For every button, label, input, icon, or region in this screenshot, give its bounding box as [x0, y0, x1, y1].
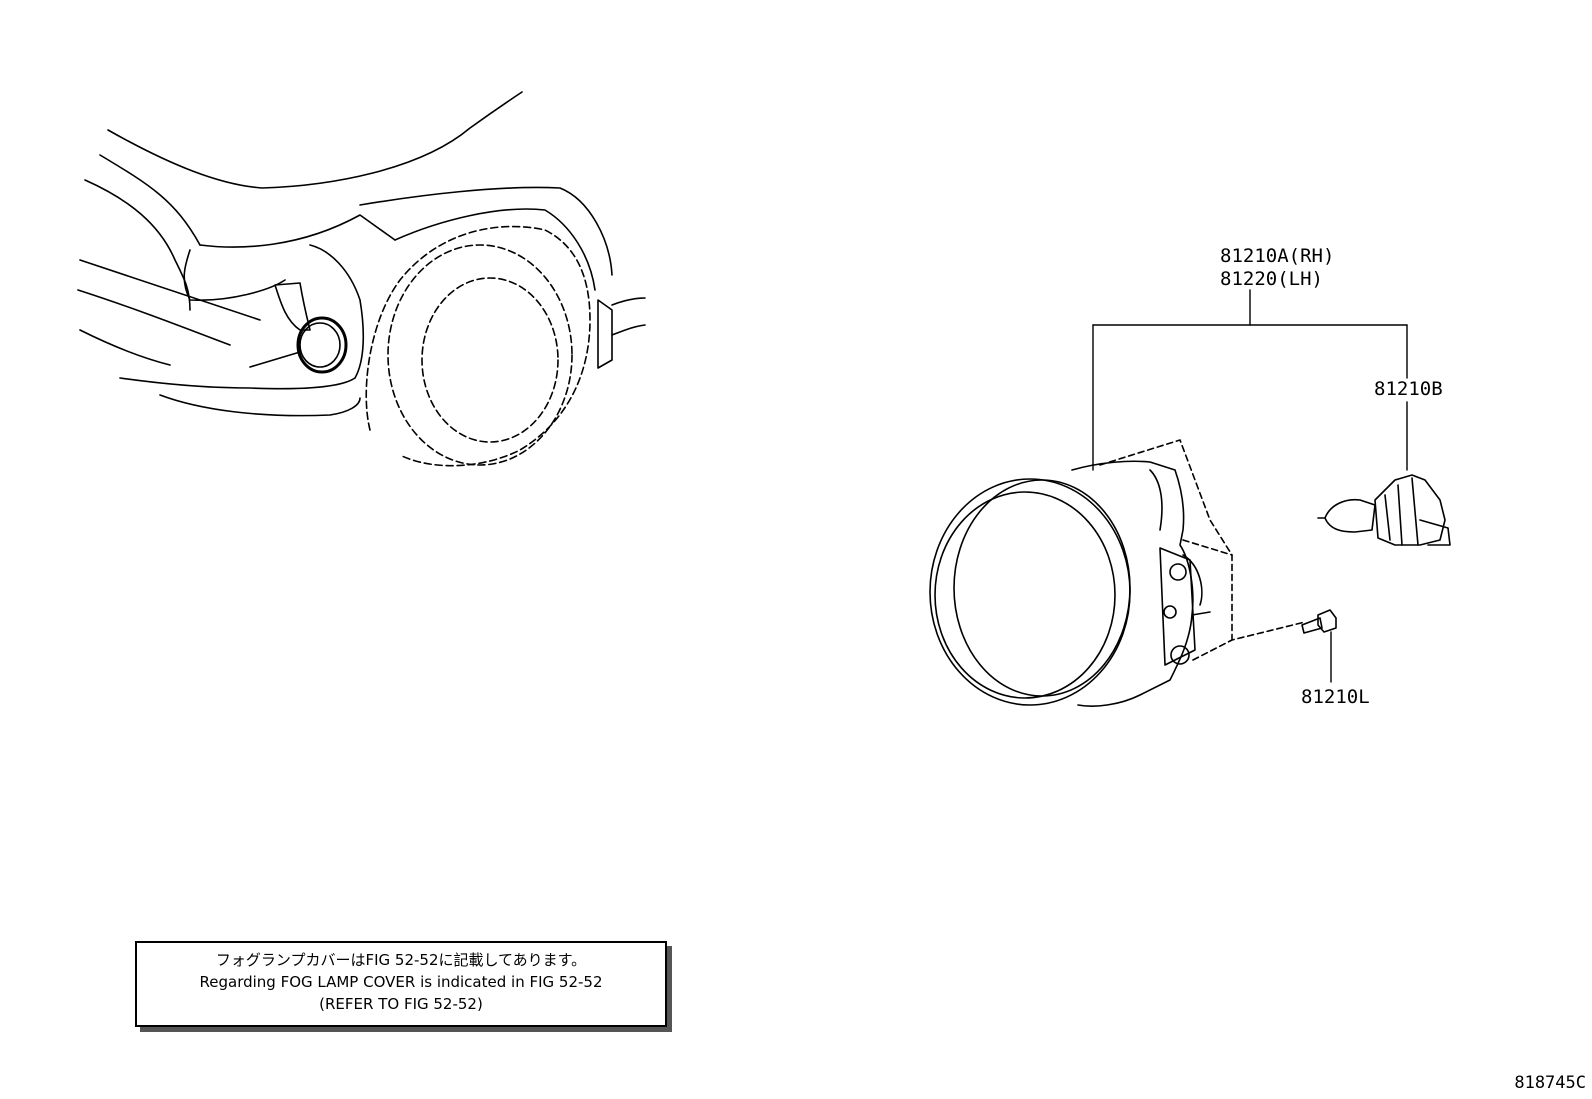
part-label-bulb: 81210B — [1374, 378, 1443, 400]
fog-lamp-pointer — [249, 351, 301, 368]
phantom-line-2 — [1182, 539, 1233, 556]
fender-line — [359, 186, 613, 276]
note-line-english: Regarding FOG LAMP COVER is indicated in… — [199, 973, 603, 991]
bumper-line-1 — [84, 179, 191, 311]
fog-lamp-flange — [1159, 547, 1196, 666]
mud-flap — [597, 299, 613, 369]
screw-head — [1317, 609, 1337, 633]
fog-recess — [274, 282, 311, 331]
bumper-line-2 — [79, 259, 261, 321]
adjuster-boss — [1163, 605, 1177, 619]
bulb-base-line-3 — [1411, 477, 1419, 546]
reference-note-box: フォグランプカバーはFIG 52-52に記載してあります。 Regarding … — [135, 941, 667, 1027]
fog-lamp-location — [299, 322, 341, 368]
part-label-lamp-rh: 81210A(RH) — [1220, 245, 1335, 267]
grille-opening — [183, 249, 286, 301]
mount-boss-top — [1169, 563, 1187, 581]
bulb-socket-area — [1182, 554, 1211, 616]
fog-lamp-bezel-ring — [953, 479, 1131, 697]
bumper-bottom — [159, 394, 361, 417]
fog-lamp-lens-rim — [929, 478, 1131, 706]
grille-top-line — [99, 154, 201, 246]
part-label-screw: 81210L — [1301, 686, 1370, 708]
tyre-outline — [387, 244, 573, 466]
mount-boss-bottom — [1170, 645, 1190, 665]
note-line-reference: (REFER TO FIG 52-52) — [319, 995, 483, 1013]
bulb-glass — [1324, 498, 1376, 533]
housing-rib — [1149, 469, 1163, 531]
figure-code: 818745C — [1514, 1073, 1586, 1093]
phantom-bulb-path — [1099, 439, 1306, 661]
bumper-side — [309, 244, 365, 379]
bulb-base-line-2 — [1397, 484, 1403, 546]
hood-line — [107, 91, 523, 189]
bulb-connector — [1419, 519, 1451, 546]
screw-shank — [1301, 617, 1323, 634]
wheel-outline — [421, 277, 559, 443]
leader-lines — [1092, 289, 1408, 683]
bulb-base-line-1 — [1384, 494, 1391, 541]
fender-line-2 — [394, 208, 596, 291]
bumper-line-3 — [77, 289, 231, 346]
fog-lamp-bezel — [296, 316, 348, 374]
headlamp-outline — [199, 214, 396, 248]
mounting-screw — [1301, 609, 1337, 634]
wheel-arch — [365, 225, 591, 467]
fog-lamp-bulb — [1317, 474, 1451, 546]
fog-lamp-assembly — [929, 439, 1306, 707]
bulb-base — [1374, 474, 1446, 546]
fog-lamp-lens — [934, 491, 1116, 699]
note-line-japanese: フォグランプカバーはFIG 52-52に記載してあります。 — [215, 951, 587, 969]
side-sill — [611, 297, 646, 336]
vehicle-front-view — [77, 91, 646, 467]
part-label-lamp-lh: 81220(LH) — [1220, 268, 1323, 290]
bumper-line-4 — [79, 329, 171, 366]
bumper-lower — [119, 377, 356, 390]
